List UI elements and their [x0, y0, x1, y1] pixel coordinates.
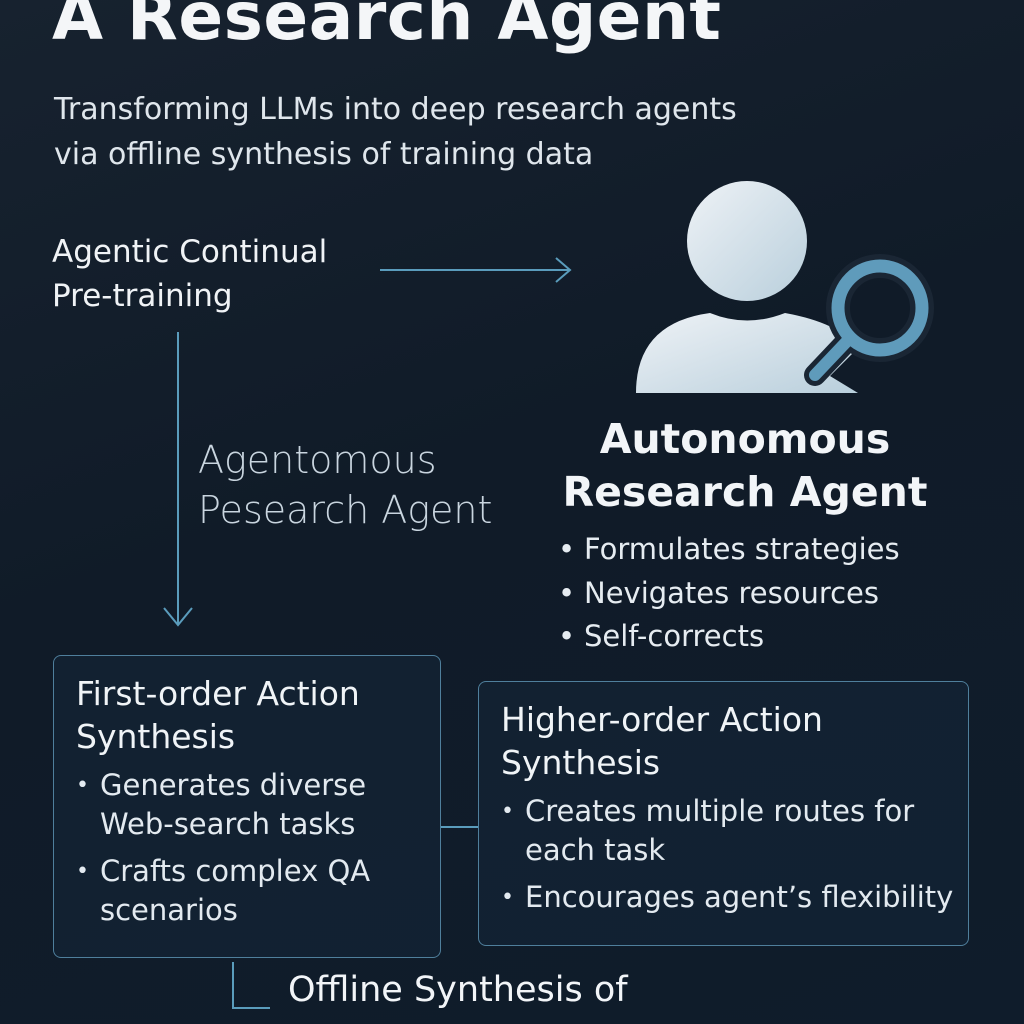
first-order-box: First-order Action Synthesis Generates d…	[53, 655, 441, 958]
stage-label-line-2: Pre-training	[52, 278, 233, 314]
higher-order-box: Higher-order Action Synthesis Creates mu…	[478, 681, 969, 946]
box-title: Higher-order Action	[501, 700, 823, 739]
agent-bullet: •Nevigates resources	[558, 576, 880, 610]
bullet-line: Web-search tasks	[100, 807, 356, 841]
bottom-label: Offline Synthesis of	[288, 970, 628, 1010]
stage-label-line-1: Agentic Continual	[52, 234, 328, 270]
box-title: Synthesis	[76, 717, 236, 756]
user-search-icon	[636, 181, 934, 393]
agent-bullet: •Formulates strategies	[558, 532, 900, 566]
arrow-down-head	[163, 607, 193, 627]
arrow-right-head	[555, 257, 572, 283]
box-bullet: Crafts complex QA scenarios	[76, 852, 370, 930]
agent-bullet-text: Self-corrects	[584, 619, 765, 653]
page-title: A Research Agent	[52, 0, 722, 55]
agent-title-line-2: Research Agent	[562, 468, 928, 516]
agent-bullet-text: Formulates strategies	[584, 532, 900, 566]
box-title: Synthesis	[501, 743, 661, 782]
subtitle-line-2: via offline synthesis of training data	[54, 137, 594, 172]
box-title: First-order Action	[76, 674, 360, 713]
bullet-line: each task	[525, 833, 666, 867]
bullet-line: Creates multiple routes for	[525, 794, 915, 828]
box-bullet: Creates multiple routes for each task	[501, 792, 953, 870]
agent-title-line-1: Autonomous	[599, 415, 891, 463]
bottom-connector	[232, 962, 270, 1009]
bullet-line: Encourages agent’s flexibility	[525, 880, 954, 914]
bullet-line: Crafts complex QA	[100, 854, 371, 888]
bullet-line: scenarios	[100, 893, 238, 927]
bullet-line: Generates diverse	[100, 768, 367, 802]
agent-bullet: •Self-corrects	[558, 619, 765, 653]
subtitle-line-1: Transforming LLMs into deep research age…	[54, 92, 737, 127]
side-label-line-1: Agentomous	[198, 438, 437, 482]
side-label-line-2: Pesearch Agent	[198, 488, 493, 532]
agent-bullet-text: Nevigates resources	[584, 576, 880, 610]
box-bullet: Encourages agent’s flexibility	[501, 878, 953, 917]
